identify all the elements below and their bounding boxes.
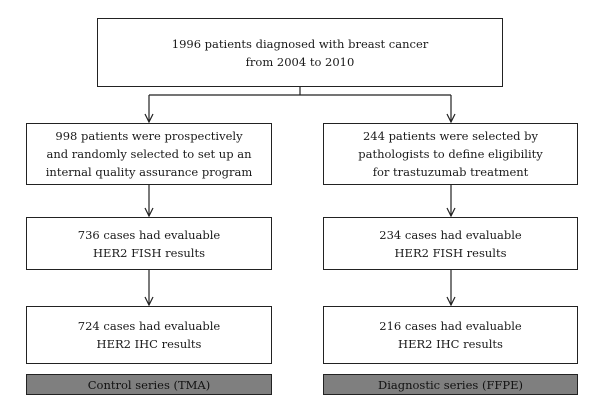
box-left-ihc: 724 cases had evaluable HER2 IHC results xyxy=(26,306,272,364)
box-right-ihc-line-2: HER2 IHC results xyxy=(398,337,503,351)
box-left-selection-line-3: internal quality assurance program xyxy=(45,165,253,179)
box-left-fish: 736 cases had evaluable HER2 FISH result… xyxy=(26,217,272,270)
box-right-selection-line-3: for trastuzumab treatment xyxy=(372,165,529,179)
box-total-patients-line-2: from 2004 to 2010 xyxy=(245,54,355,69)
box-right-ihc: 216 cases had evaluable HER2 IHC results xyxy=(323,306,578,364)
box-right-selection-line-2: pathologists to define eligibility xyxy=(358,147,543,161)
label-diagnostic-series: Diagnostic series (FFPE) xyxy=(323,374,578,395)
label-control-series: Control series (TMA) xyxy=(26,374,272,395)
box-right-selection: 244 patients were selected by pathologis… xyxy=(323,123,578,185)
box-right-selection-line-1: 244 patients were selected by xyxy=(362,129,539,143)
box-left-ihc-line-1: 724 cases had evaluable xyxy=(77,319,221,333)
box-total-patients: 1996 patients diagnosed with breast canc… xyxy=(97,18,503,87)
box-right-ihc-line-1: 216 cases had evaluable xyxy=(379,319,522,333)
box-left-selection: 998 patients were prospectively and rand… xyxy=(26,123,272,185)
box-right-fish: 234 cases had evaluable HER2 FISH result… xyxy=(323,217,578,270)
box-left-selection-line-2: and randomly selected to set up an xyxy=(46,147,252,161)
box-right-fish-line-2: HER2 FISH results xyxy=(394,245,507,260)
box-left-fish-line-2: HER2 FISH results xyxy=(93,245,205,260)
box-right-fish-line-1: 234 cases had evaluable xyxy=(379,227,522,242)
box-total-patients-line-1: 1996 patients diagnosed with breast canc… xyxy=(171,36,429,51)
box-left-ihc-line-2: HER2 IHC results xyxy=(96,337,202,351)
box-left-selection-line-1: 998 patients were prospectively xyxy=(55,129,243,143)
box-left-fish-line-1: 736 cases had evaluable xyxy=(77,227,221,242)
